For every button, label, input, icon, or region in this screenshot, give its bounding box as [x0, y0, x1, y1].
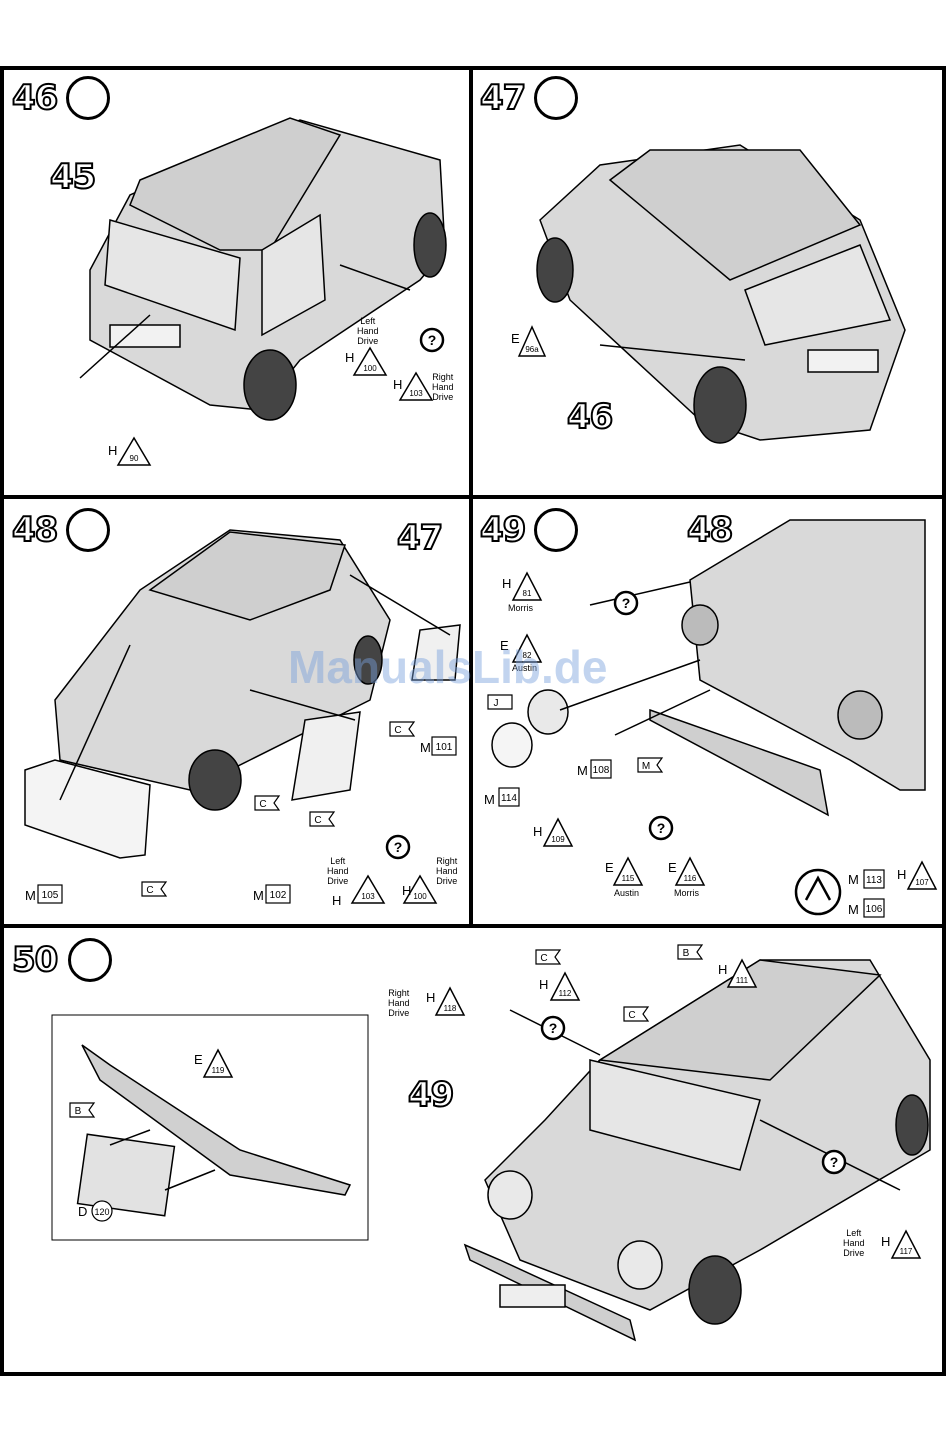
part-letter: M [253, 888, 264, 903]
part-letter: M [577, 763, 588, 778]
divider-horizontal-1 [0, 495, 946, 499]
part-letter: H [393, 377, 403, 392]
svg-text:117: 117 [900, 1247, 913, 1256]
svg-text:M: M [642, 761, 650, 772]
reference-step-46: 46 [566, 396, 614, 438]
glue-icon [68, 938, 112, 982]
svg-text:116: 116 [684, 874, 697, 883]
part-letter: D [78, 1204, 88, 1219]
svg-text:B: B [683, 948, 690, 959]
step-number-49: 49 [479, 509, 527, 551]
svg-text:120: 120 [94, 1207, 109, 1217]
svg-text:105: 105 [42, 890, 59, 901]
part-letter: E [194, 1052, 203, 1067]
part-letter: E [511, 331, 520, 346]
svg-text:?: ? [622, 595, 631, 611]
svg-text:96a: 96a [525, 345, 539, 354]
glue-icon [534, 76, 578, 120]
svg-text:106: 106 [866, 904, 883, 915]
svg-text:103: 103 [409, 389, 423, 398]
svg-text:?: ? [830, 1154, 839, 1170]
glue-icon [66, 508, 110, 552]
part-caption: Austin [614, 888, 640, 898]
svg-text:114: 114 [501, 793, 517, 804]
svg-text:118: 118 [444, 1004, 457, 1013]
part-letter: H [426, 990, 436, 1005]
svg-text:103: 103 [361, 892, 375, 901]
svg-text:101: 101 [436, 742, 453, 753]
step-number-50: 50 [11, 939, 59, 981]
svg-text:C: C [259, 799, 266, 810]
svg-text:113: 113 [866, 875, 882, 886]
svg-text:100: 100 [363, 364, 377, 373]
svg-text:112: 112 [559, 989, 572, 998]
part-letter: M [848, 872, 859, 887]
svg-text:?: ? [549, 1020, 558, 1036]
part-letter: M [484, 792, 495, 807]
svg-text:90: 90 [130, 454, 139, 463]
part-letter: H [881, 1234, 891, 1249]
svg-text:81: 81 [523, 589, 532, 598]
svg-text:109: 109 [551, 835, 565, 844]
step-number-48: 48 [11, 509, 59, 551]
svg-text:B: B [75, 1106, 82, 1117]
watermark: ManualsLib.de [288, 641, 608, 693]
divider-horizontal-2 [0, 924, 946, 928]
step-number-46: 46 [11, 77, 59, 119]
part-letter: H [402, 883, 412, 898]
svg-text:115: 115 [622, 874, 635, 883]
reference-step-47: 47 [396, 517, 444, 559]
page-frame [0, 66, 946, 1376]
svg-text:?: ? [428, 332, 437, 348]
part-letter: E [500, 638, 509, 653]
svg-text:C: C [314, 815, 321, 826]
step-number-47: 47 [479, 77, 527, 119]
part-letter: H [332, 893, 342, 908]
part-caption: Morris [674, 888, 699, 898]
svg-text:119: 119 [212, 1066, 225, 1075]
part-letter: H [718, 962, 728, 977]
part-letter: H [502, 576, 512, 591]
part-letter: H [897, 867, 907, 882]
svg-text:?: ? [657, 820, 666, 836]
part-letter: H [539, 977, 549, 992]
svg-text:107: 107 [915, 878, 929, 887]
part-caption: Austin [512, 663, 538, 673]
svg-text:111: 111 [736, 976, 749, 985]
reference-step-48: 48 [686, 509, 734, 551]
part-letter: M [25, 888, 36, 903]
reference-step-49: 49 [407, 1074, 455, 1116]
svg-text:82: 82 [523, 651, 532, 660]
part-letter: H [345, 350, 355, 365]
glue-icon [66, 76, 110, 120]
part-letter: M [420, 740, 431, 755]
part-letter: E [605, 860, 614, 875]
part-caption: Morris [508, 603, 533, 613]
svg-text:C: C [394, 725, 401, 736]
svg-text:100: 100 [413, 892, 427, 901]
svg-text:J: J [494, 698, 499, 709]
svg-text:C: C [628, 1010, 635, 1021]
reference-step-45: 45 [49, 156, 97, 198]
part-letter: H [533, 824, 543, 839]
part-letter: H [108, 443, 118, 458]
svg-text:C: C [540, 953, 547, 964]
glue-icon [534, 508, 578, 552]
svg-text:108: 108 [593, 765, 610, 776]
svg-text:C: C [146, 885, 153, 896]
part-letter: E [668, 860, 677, 875]
part-letter: M [848, 902, 859, 917]
svg-text:102: 102 [270, 890, 287, 901]
svg-text:?: ? [394, 839, 403, 855]
